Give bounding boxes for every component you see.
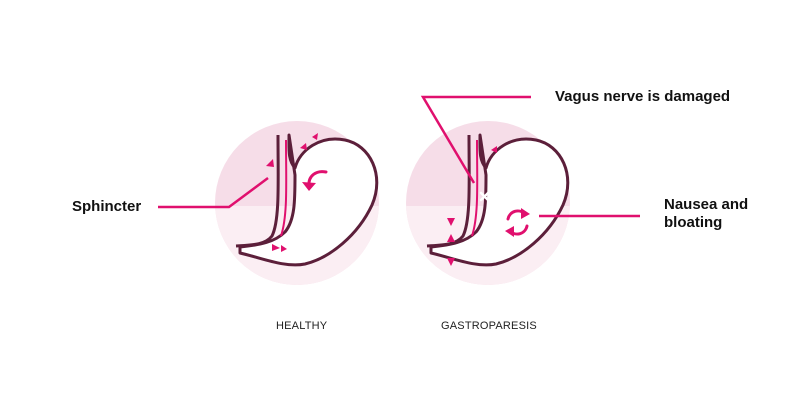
- vagus-nerve-label: Vagus nerve is damaged: [555, 88, 731, 105]
- healthy-caption: HEALTHY: [276, 320, 328, 332]
- healthy-esophagus-left: [235, 134, 280, 248]
- gastroparesis-caption: GASTROPARESIS: [441, 320, 537, 332]
- healthy-sphincter-markers: [266, 133, 318, 252]
- curved-arrow-icon: [302, 170, 328, 191]
- gastroparesis-panel: [406, 121, 570, 285]
- nausea-bloating-label: Nausea and bloating: [664, 196, 749, 231]
- gastro-sphincter-markers: [447, 146, 497, 266]
- refresh-cycle-icon: [505, 208, 530, 237]
- sphincter-leader: [158, 176, 269, 209]
- vagus-leader: [420, 95, 531, 184]
- gastro-esophagus-left: [426, 134, 471, 248]
- healthy-esophagus-inner: [280, 139, 288, 237]
- healthy-panel: [215, 121, 379, 285]
- leader-lines: [158, 95, 640, 218]
- sphincter-label: Sphincter: [72, 198, 142, 215]
- x-mark-icon: [479, 191, 490, 202]
- gastro-esophagus-inner: [471, 139, 479, 237]
